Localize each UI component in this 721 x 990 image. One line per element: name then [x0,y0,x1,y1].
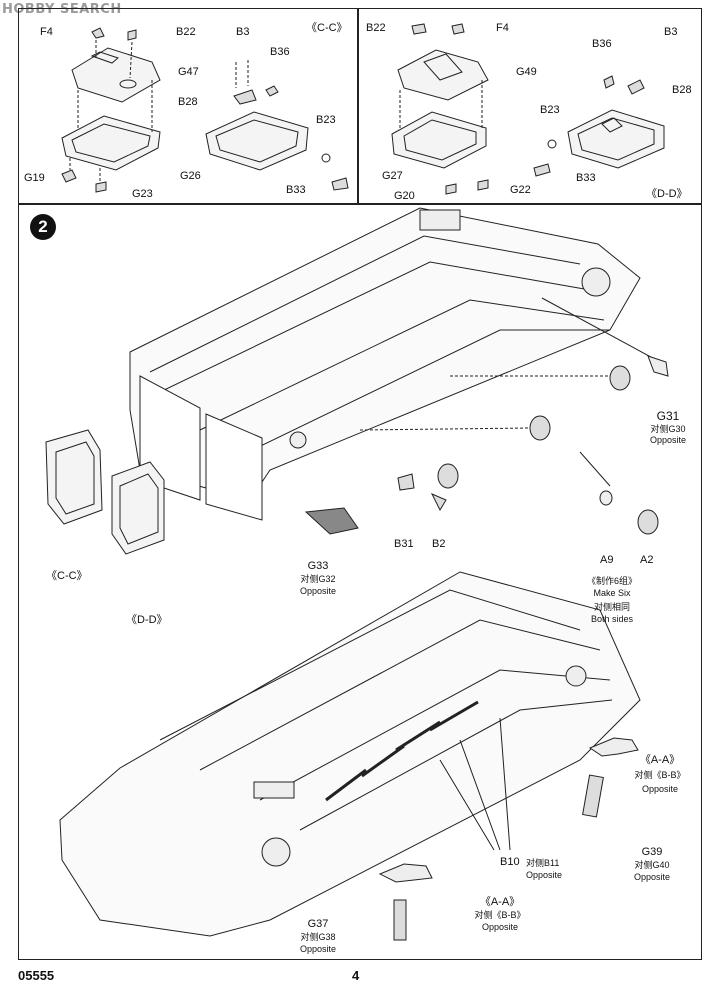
hatch-cover-cc-detached [45,429,103,525]
watermark-text: HOBBY SEARCH [2,2,122,17]
label-g22: G22 [510,184,531,196]
label-g33-opposite: Opposite [299,586,337,596]
label-b28: B28 [672,84,692,96]
label-g49: G49 [516,66,537,78]
label-f4: F4 [40,26,53,38]
road-wheels-exploded [359,365,659,535]
label-g33: G33 [307,560,329,572]
label-g20: G20 [394,190,415,202]
label-g39-opposite: Opposite [633,872,671,882]
label-a9: A9 [600,554,614,566]
label-both-sides: Both sides [590,614,634,624]
label-dd-hatch: 《D-D》 [126,614,168,626]
label-g31: G31 [656,409,680,423]
label-b22: B22 [176,26,196,38]
suspension-arm-g37-g39 [378,717,639,941]
label-g37: G37 [307,918,329,930]
label-b31: B31 [394,538,414,550]
label-b2: B2 [432,538,446,550]
label-aa-bottom-opposite: Opposite [481,922,519,932]
label-b10-opposite: Opposite [526,870,563,880]
step-2-panel [18,204,702,960]
step-number: 2 [38,217,48,236]
step-number-badge: 2 [30,214,56,240]
subassembly-panel-cc [18,8,358,204]
cc-hatch-assembled [205,60,349,191]
label-b28: B28 [178,96,198,108]
label-b33: B33 [286,184,306,196]
label-g39-opposite-cn: 对侧G40 [634,860,670,870]
label-aa-right-opposite: Opposite [641,784,679,794]
label-make-six-cn: 《制作6组》 [586,576,638,586]
label-g23: G23 [132,188,153,200]
hull-upper-view [129,207,669,521]
label-g26: G26 [180,170,201,182]
subassembly-panel-dd [358,8,702,204]
label-b36: B36 [592,38,612,50]
label-b22: B22 [366,22,386,34]
label-a2: A2 [640,554,654,566]
label-cc-hatch: 《C-C》 [46,570,88,582]
cc-hatch-outer-exploded [61,27,161,193]
label-b10: B10 [500,856,520,868]
label-b10-opposite-cn: 对侧B11 [526,858,560,868]
label-f4: F4 [496,22,509,34]
label-aa-bottom-opposite-cn: 对侧《B-B》 [474,910,526,920]
label-b23: B23 [316,114,336,126]
label-g19: G19 [24,172,45,184]
label-g37-opposite-cn: 对侧G38 [300,932,336,942]
page-number: 4 [352,968,360,983]
part-b2-shape [430,493,447,512]
label-aa-bottom: 《A-A》 [479,896,521,908]
label-b33: B33 [576,172,596,184]
label-g33-opposite-cn: 对侧G32 [300,574,336,584]
label-b23: B23 [540,104,560,116]
hatch-cover-dd-detached [111,461,165,555]
label-g31-opposite: Opposite [649,435,687,445]
label-b3: B3 [236,26,250,38]
label-b3: B3 [664,26,678,38]
label-g27: G27 [382,170,403,182]
label-both-sides-cn: 对侧相同 [593,602,631,612]
hobby-search-watermark: HOBBY SEARCH [2,2,122,17]
label-g31-opposite-cn: 对侧G30 [650,424,686,434]
part-g33-shape [304,507,359,535]
part-b31-shape [397,473,415,491]
dd-hatch-assembled [533,75,665,177]
label-aa-right-opposite-cn: 对侧《B-B》 [634,770,686,780]
panel-cc-title: 《C-C》 [306,22,348,34]
dd-hatch-outer-exploded [391,23,489,195]
label-g47: G47 [178,66,199,78]
label-g37-opposite: Opposite [299,944,337,954]
label-aa-right: 《A-A》 [639,754,681,766]
label-g39: G39 [641,846,663,858]
label-make-six: Make Six [593,588,631,598]
torsion-arms-b10 [325,700,479,802]
panel-dd-title: 《D-D》 [646,188,688,200]
label-b36: B36 [270,46,290,58]
hull-lower-view [59,571,641,937]
product-code: 05555 [18,968,55,983]
